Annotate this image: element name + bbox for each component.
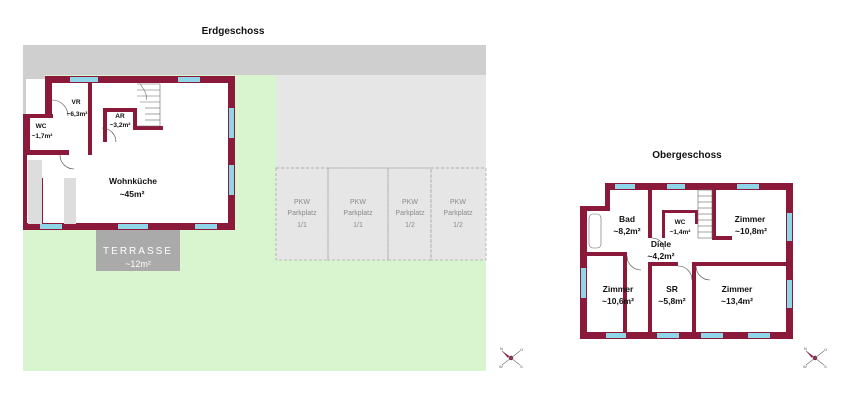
room-diele-name: Diele xyxy=(651,239,672,249)
upper-floor-stairs xyxy=(697,189,713,239)
room-vr-area: ~6,3m² xyxy=(67,111,89,118)
svg-text:O: O xyxy=(520,347,523,352)
room-sr-name: SR xyxy=(666,284,678,294)
upper-floor-windows xyxy=(581,184,792,338)
svg-text:PKW: PKW xyxy=(402,199,418,206)
compass-rose-upper: N O S W xyxy=(803,346,827,369)
svg-text:W: W xyxy=(803,364,807,369)
room-vr-name: VR xyxy=(71,99,80,106)
room-ar-area: ~3,2m² xyxy=(110,122,132,129)
room-zimmer-se-name: Zimmer xyxy=(722,284,753,294)
svg-text:S: S xyxy=(520,364,523,369)
room-zimmer-sw-area: ~10,6m² xyxy=(602,296,634,306)
svg-text:PKW: PKW xyxy=(450,199,466,206)
room-zimmer-ne-area: ~10,8m² xyxy=(735,226,767,236)
compass-rose-ground: N O S W xyxy=(499,346,523,369)
paving-strip xyxy=(23,45,486,75)
ground-floor-windows xyxy=(40,77,234,229)
svg-text:Parkplatz: Parkplatz xyxy=(395,210,425,217)
parking-space-3: PKW Parkplatz 1/2 xyxy=(395,199,425,229)
svg-text:1/1: 1/1 xyxy=(297,222,307,229)
svg-text:PKW: PKW xyxy=(350,199,366,206)
room-sr-area: ~5,8m² xyxy=(658,296,685,306)
terrace xyxy=(96,230,180,271)
upper-floor-title: Obergeschoss xyxy=(652,150,722,161)
room-ar-name: AR xyxy=(115,113,125,120)
room-wohnkueche-name: Wohnküche xyxy=(109,176,157,186)
parking-space-2: PKW Parkplatz 1/1 xyxy=(343,199,373,229)
parking-area xyxy=(276,75,486,260)
room-wc-upper-name: WC xyxy=(675,219,686,226)
svg-text:N: N xyxy=(500,346,503,351)
svg-text:1/2: 1/2 xyxy=(453,222,463,229)
svg-text:1/1: 1/1 xyxy=(353,222,363,229)
room-diele-area: ~4,2m² xyxy=(647,251,674,261)
svg-text:Parkplatz: Parkplatz xyxy=(343,210,373,217)
svg-text:1/2: 1/2 xyxy=(405,222,415,229)
room-wohnkueche-area: ~45m² xyxy=(120,189,145,199)
parking-space-1: PKW Parkplatz 1/1 xyxy=(287,199,317,229)
svg-text:N: N xyxy=(804,346,807,351)
room-wc-ground-area: ~1,7m² xyxy=(32,133,54,140)
room-wc-upper-area: ~1,4m² xyxy=(670,229,692,236)
room-bad-name: Bad xyxy=(619,214,635,224)
bathtub xyxy=(588,213,602,249)
svg-text:Parkplatz: Parkplatz xyxy=(443,210,473,217)
room-zimmer-se-area: ~13,4m² xyxy=(721,296,753,306)
room-zimmer-sw-name: Zimmer xyxy=(603,284,634,294)
svg-text:W: W xyxy=(499,364,503,369)
parking-space-4: PKW Parkplatz 1/2 xyxy=(443,199,473,229)
terrace-name: TERRASSE xyxy=(103,246,173,257)
svg-text:S: S xyxy=(824,364,827,369)
room-bad-area: ~8,2m² xyxy=(613,226,640,236)
ground-floor-title: Erdgeschoss xyxy=(202,26,265,37)
room-wc-ground-name: WC xyxy=(36,123,47,130)
svg-text:Parkplatz: Parkplatz xyxy=(287,210,317,217)
svg-text:O: O xyxy=(824,347,827,352)
svg-text:PKW: PKW xyxy=(294,199,310,206)
ground-floor-stairs xyxy=(137,83,161,127)
room-zimmer-ne-name: Zimmer xyxy=(735,214,766,224)
terrace-area: ~12m² xyxy=(125,259,151,269)
